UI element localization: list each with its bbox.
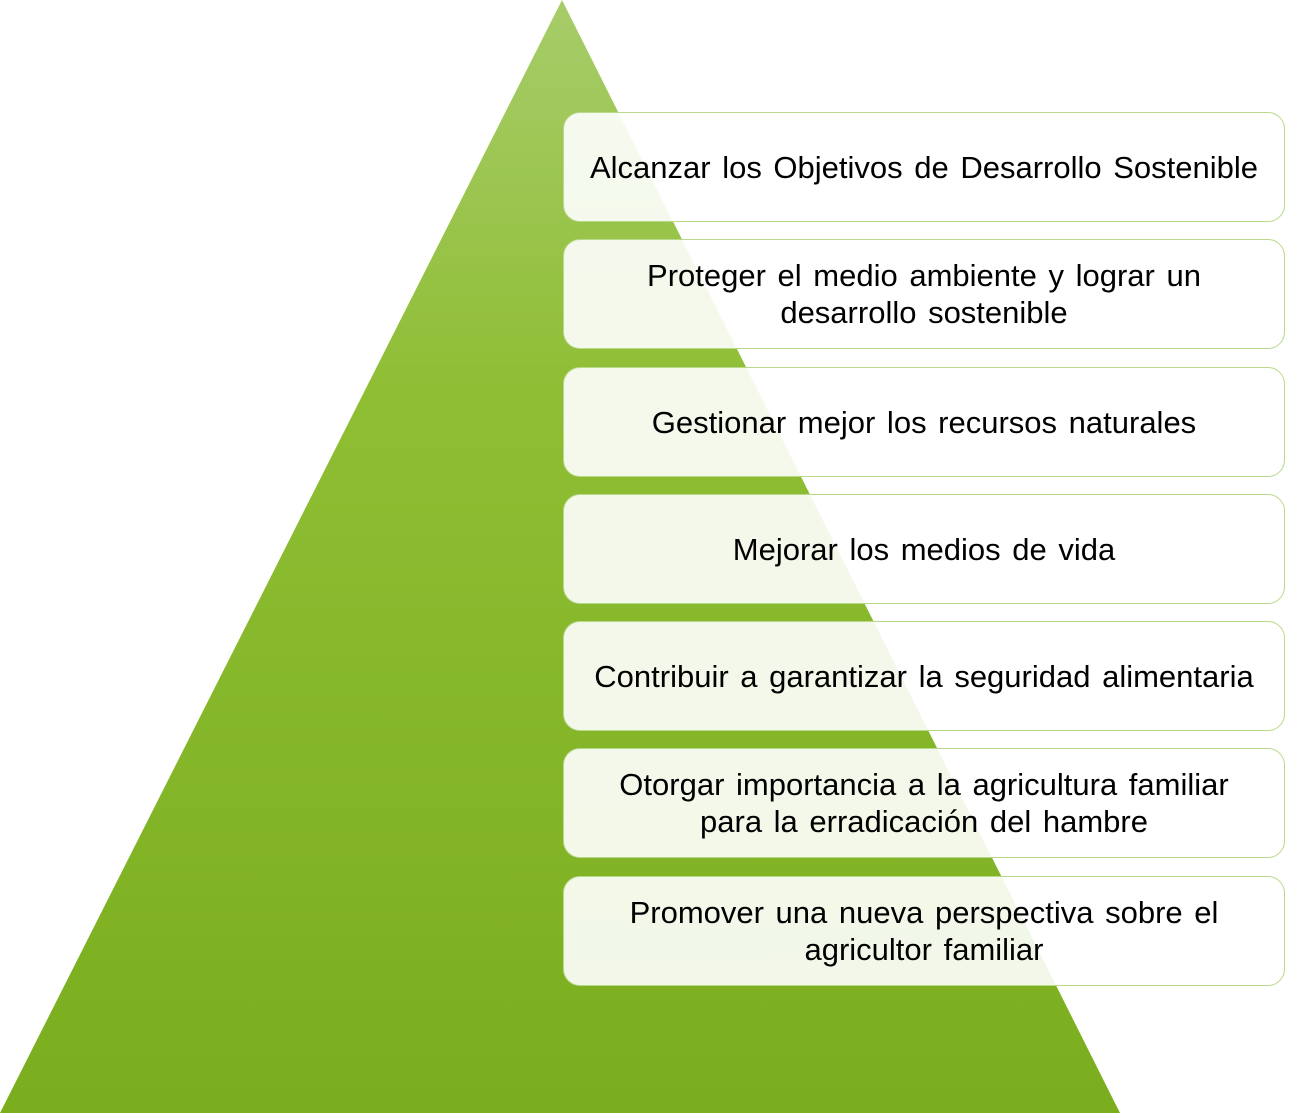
level-box-2: Proteger el medio ambiente y lograr un d… — [563, 239, 1285, 349]
level-box-6: Otorgar importancia a la agricultura fam… — [563, 748, 1285, 858]
level-label: Proteger el medio ambiente y lograr un d… — [647, 258, 1201, 330]
level-label: Contribuir a garantizar la seguridad ali… — [594, 658, 1254, 694]
level-box-3: Gestionar mejor los recursos naturales — [563, 367, 1285, 477]
level-label: Otorgar importancia a la agricultura fam… — [619, 767, 1229, 839]
level-box-4: Mejorar los medios de vida — [563, 494, 1285, 604]
level-box-1: Alcanzar los Objetivos de Desarrollo Sos… — [563, 112, 1285, 222]
level-label: Alcanzar los Objetivos de Desarrollo Sos… — [589, 149, 1259, 185]
level-label: Mejorar los medios de vida — [732, 531, 1116, 567]
level-label: Promover una nueva perspectiva sobre el … — [629, 895, 1219, 967]
level-label: Gestionar mejor los recursos naturales — [651, 404, 1197, 440]
level-box-7: Promover una nueva perspectiva sobre el … — [563, 876, 1285, 986]
level-box-5: Contribuir a garantizar la seguridad ali… — [563, 621, 1285, 731]
